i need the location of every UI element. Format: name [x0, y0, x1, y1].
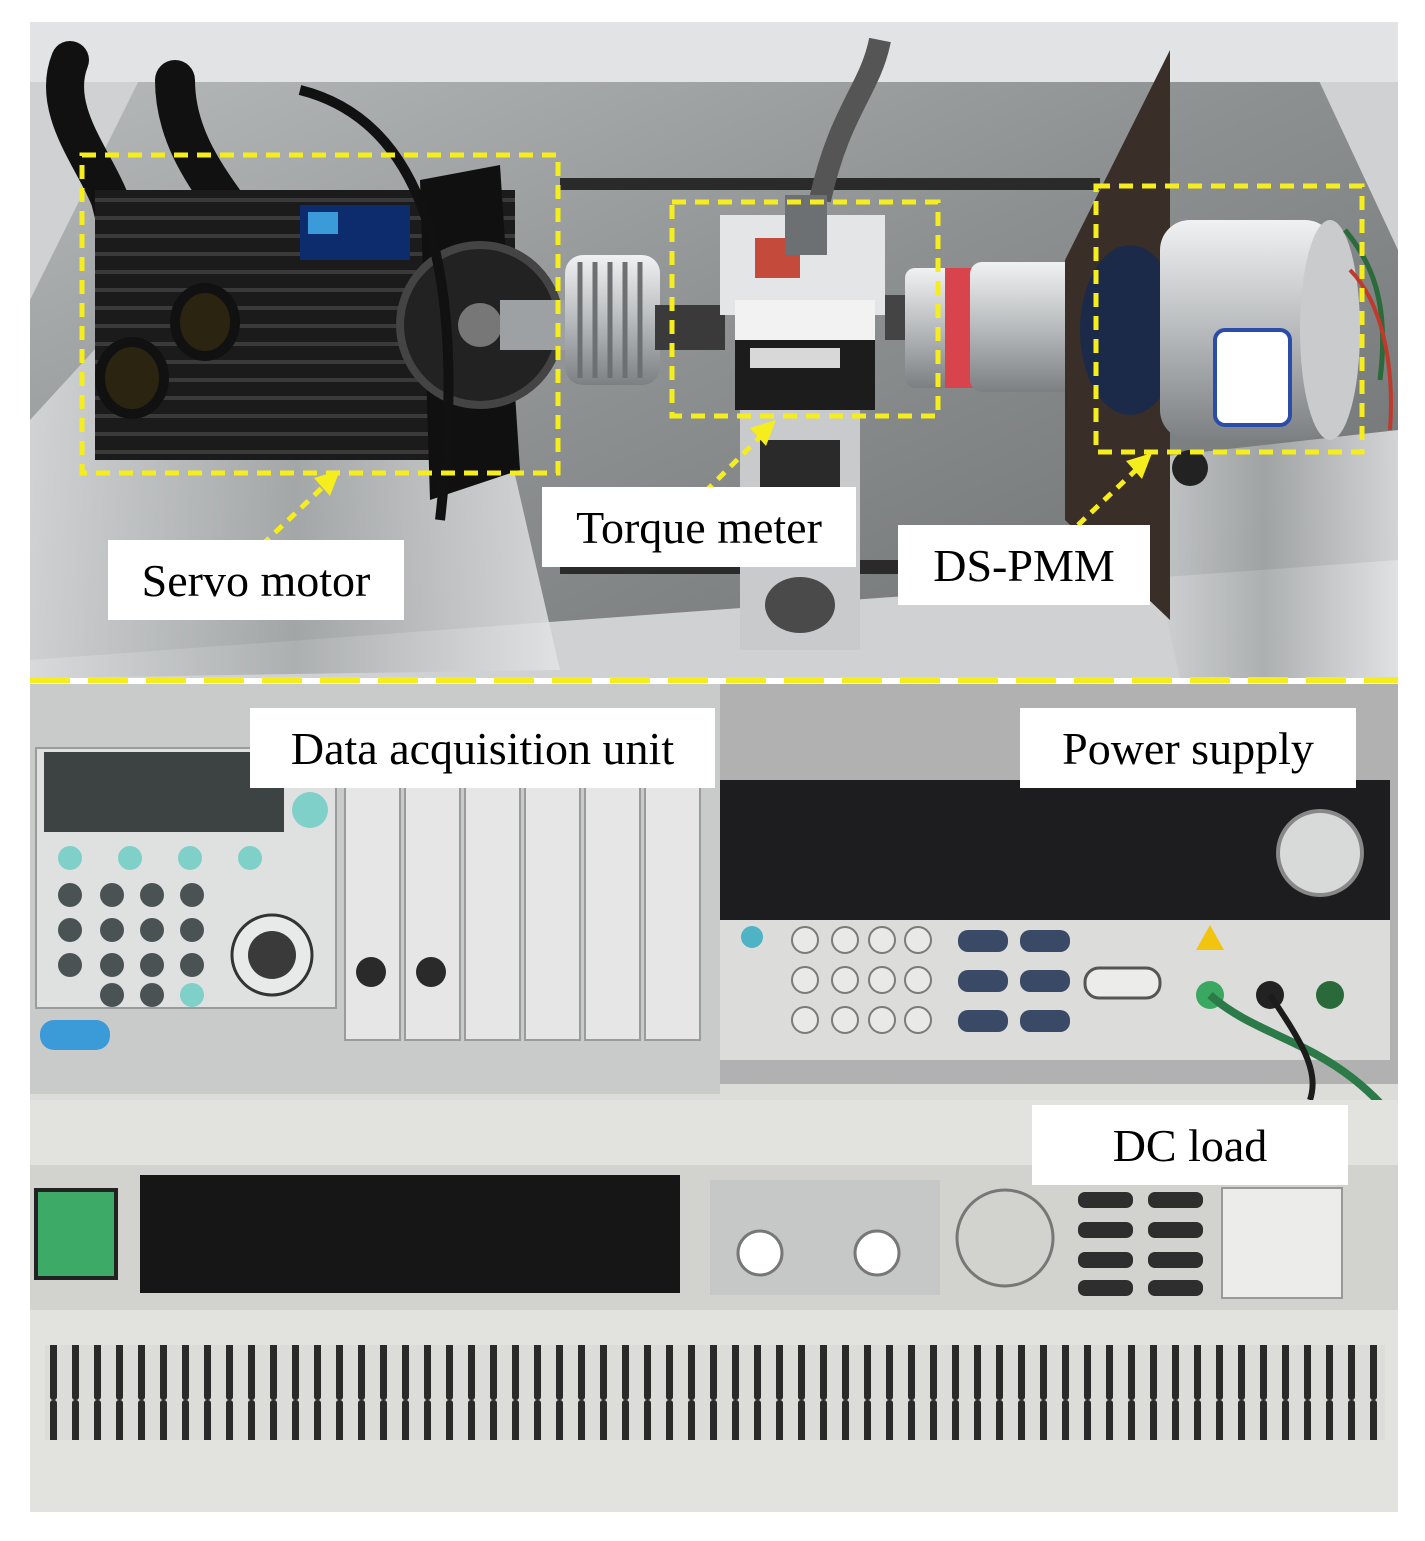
label-torque-meter: Torque meter: [542, 487, 856, 567]
torque-meter-arrow: [703, 420, 776, 494]
power-supply-body: [720, 684, 1399, 1123]
label-data-acquisition-unit: Data acquisition unit: [250, 708, 715, 788]
label-ds-pmm: DS-PMM: [898, 525, 1150, 605]
lower-photo: [30, 684, 1399, 1512]
servo-motor-arrow: [260, 470, 340, 547]
label-servo-motor: Servo motor: [108, 540, 404, 620]
ds-pmm-highlight-box: [1093, 183, 1365, 455]
ds-pmm-arrow: [1076, 453, 1152, 527]
servo-motor-body: [46, 41, 564, 521]
torque-meter-highlight-box: [669, 199, 941, 419]
jaw-coupling: [905, 262, 1080, 392]
label-dc-load: DC load: [1032, 1105, 1348, 1185]
label-power-supply: Power supply: [1020, 708, 1356, 788]
bellows-coupling: [500, 255, 725, 385]
servo-motor-highlight-box: [79, 152, 561, 476]
ds-pmm-body: [1065, 50, 1393, 620]
